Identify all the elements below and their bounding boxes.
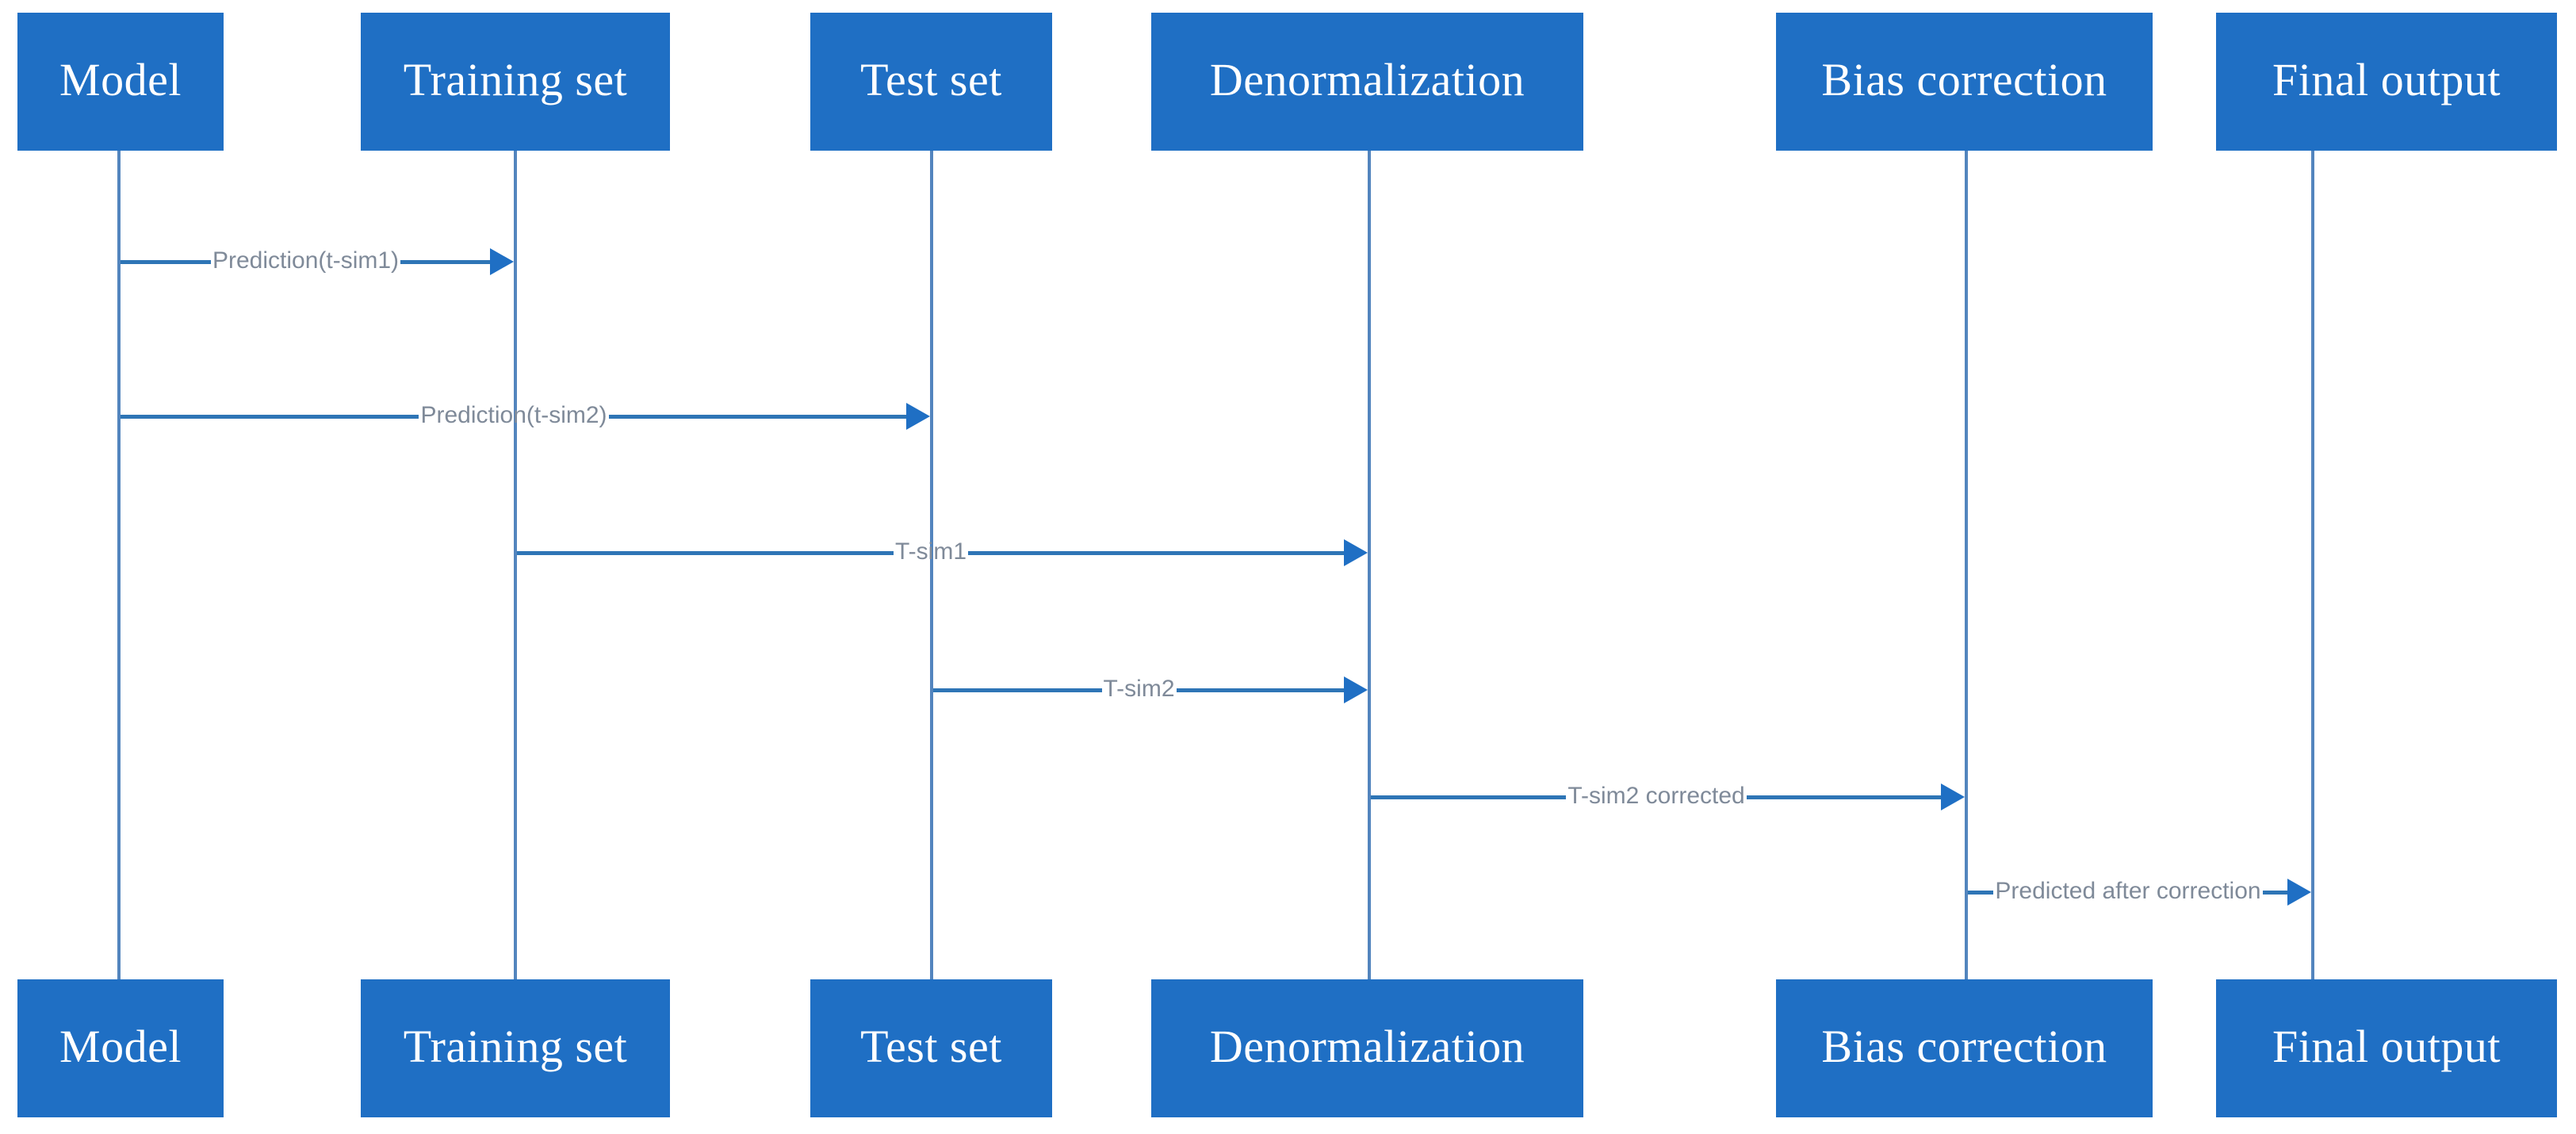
participant-label: Model <box>59 54 182 105</box>
participant-label: Bias correction <box>1821 54 2107 105</box>
message-label: T-sim2 corrected <box>1567 783 1745 809</box>
message-line-left <box>121 414 419 419</box>
participant-box-model-footer[interactable]: Model <box>17 979 224 1117</box>
participant-box-final-output-footer[interactable]: Final output <box>2216 979 2557 1117</box>
denormalization-lifeline <box>1368 151 1371 979</box>
participant-label: Final output <box>2272 54 2501 105</box>
participant-box-bias-correction-header[interactable]: Bias correction <box>1776 13 2153 151</box>
message-line-right <box>608 414 907 419</box>
participant-label: Denormalization <box>1209 54 1525 105</box>
test-set-lifeline <box>930 151 933 979</box>
arrowhead-icon <box>906 403 930 430</box>
message-line-right <box>1746 795 1943 799</box>
message-line-right <box>1176 688 1345 692</box>
message-label: T-sim2 <box>1103 676 1175 702</box>
message-label: Predicted after correction <box>1995 878 2261 904</box>
participant-box-bias-correction-footer[interactable]: Bias correction <box>1776 979 2153 1117</box>
message-arrow-3[interactable]: T-sim1 <box>517 535 1368 570</box>
arrowhead-icon <box>1344 676 1368 703</box>
message-line-left <box>1968 890 1994 895</box>
final-output-lifeline <box>2311 151 2314 979</box>
arrowhead-icon <box>1941 783 1965 810</box>
participant-label: Final output <box>2272 1021 2501 1072</box>
participant-box-training-set-footer[interactable]: Training set <box>361 979 670 1117</box>
participant-label: Training set <box>403 1021 628 1072</box>
participant-box-denormalization-header[interactable]: Denormalization <box>1151 13 1583 151</box>
message-line-right <box>400 259 491 264</box>
arrowhead-icon <box>1344 539 1368 566</box>
message-line-left <box>517 550 894 555</box>
message-arrow-4[interactable]: T-sim2 <box>933 672 1368 707</box>
participant-label: Denormalization <box>1209 1021 1525 1072</box>
participant-label: Test set <box>860 54 1002 105</box>
message-line-right <box>2262 890 2288 895</box>
arrowhead-icon <box>490 248 514 275</box>
participant-box-training-set-header[interactable]: Training set <box>361 13 670 151</box>
participant-label: Model <box>59 1021 182 1072</box>
participant-label: Training set <box>403 54 628 105</box>
message-line-left <box>121 259 211 264</box>
message-line-left <box>933 688 1102 692</box>
participant-label: Test set <box>860 1021 1002 1072</box>
message-arrow-2[interactable]: Prediction(t-sim2) <box>121 399 930 434</box>
bias-correction-lifeline <box>1965 151 1968 979</box>
participant-label: Bias correction <box>1821 1021 2107 1072</box>
participant-box-denormalization-footer[interactable]: Denormalization <box>1151 979 1583 1117</box>
message-arrow-5[interactable]: T-sim2 corrected <box>1371 780 1965 814</box>
message-line-left <box>1371 795 1567 799</box>
message-line-right <box>968 550 1345 555</box>
message-arrow-6[interactable]: Predicted after correction <box>1968 875 2311 910</box>
message-arrow-1[interactable]: Prediction(t-sim1) <box>121 244 514 279</box>
model-lifeline <box>117 151 121 979</box>
participant-box-model-header[interactable]: Model <box>17 13 224 151</box>
arrowhead-icon <box>2287 879 2311 906</box>
message-label: Prediction(t-sim1) <box>212 247 400 274</box>
training-set-lifeline <box>514 151 517 979</box>
participant-box-final-output-header[interactable]: Final output <box>2216 13 2557 151</box>
participant-box-test-set-header[interactable]: Test set <box>810 13 1052 151</box>
participant-box-test-set-footer[interactable]: Test set <box>810 979 1052 1117</box>
